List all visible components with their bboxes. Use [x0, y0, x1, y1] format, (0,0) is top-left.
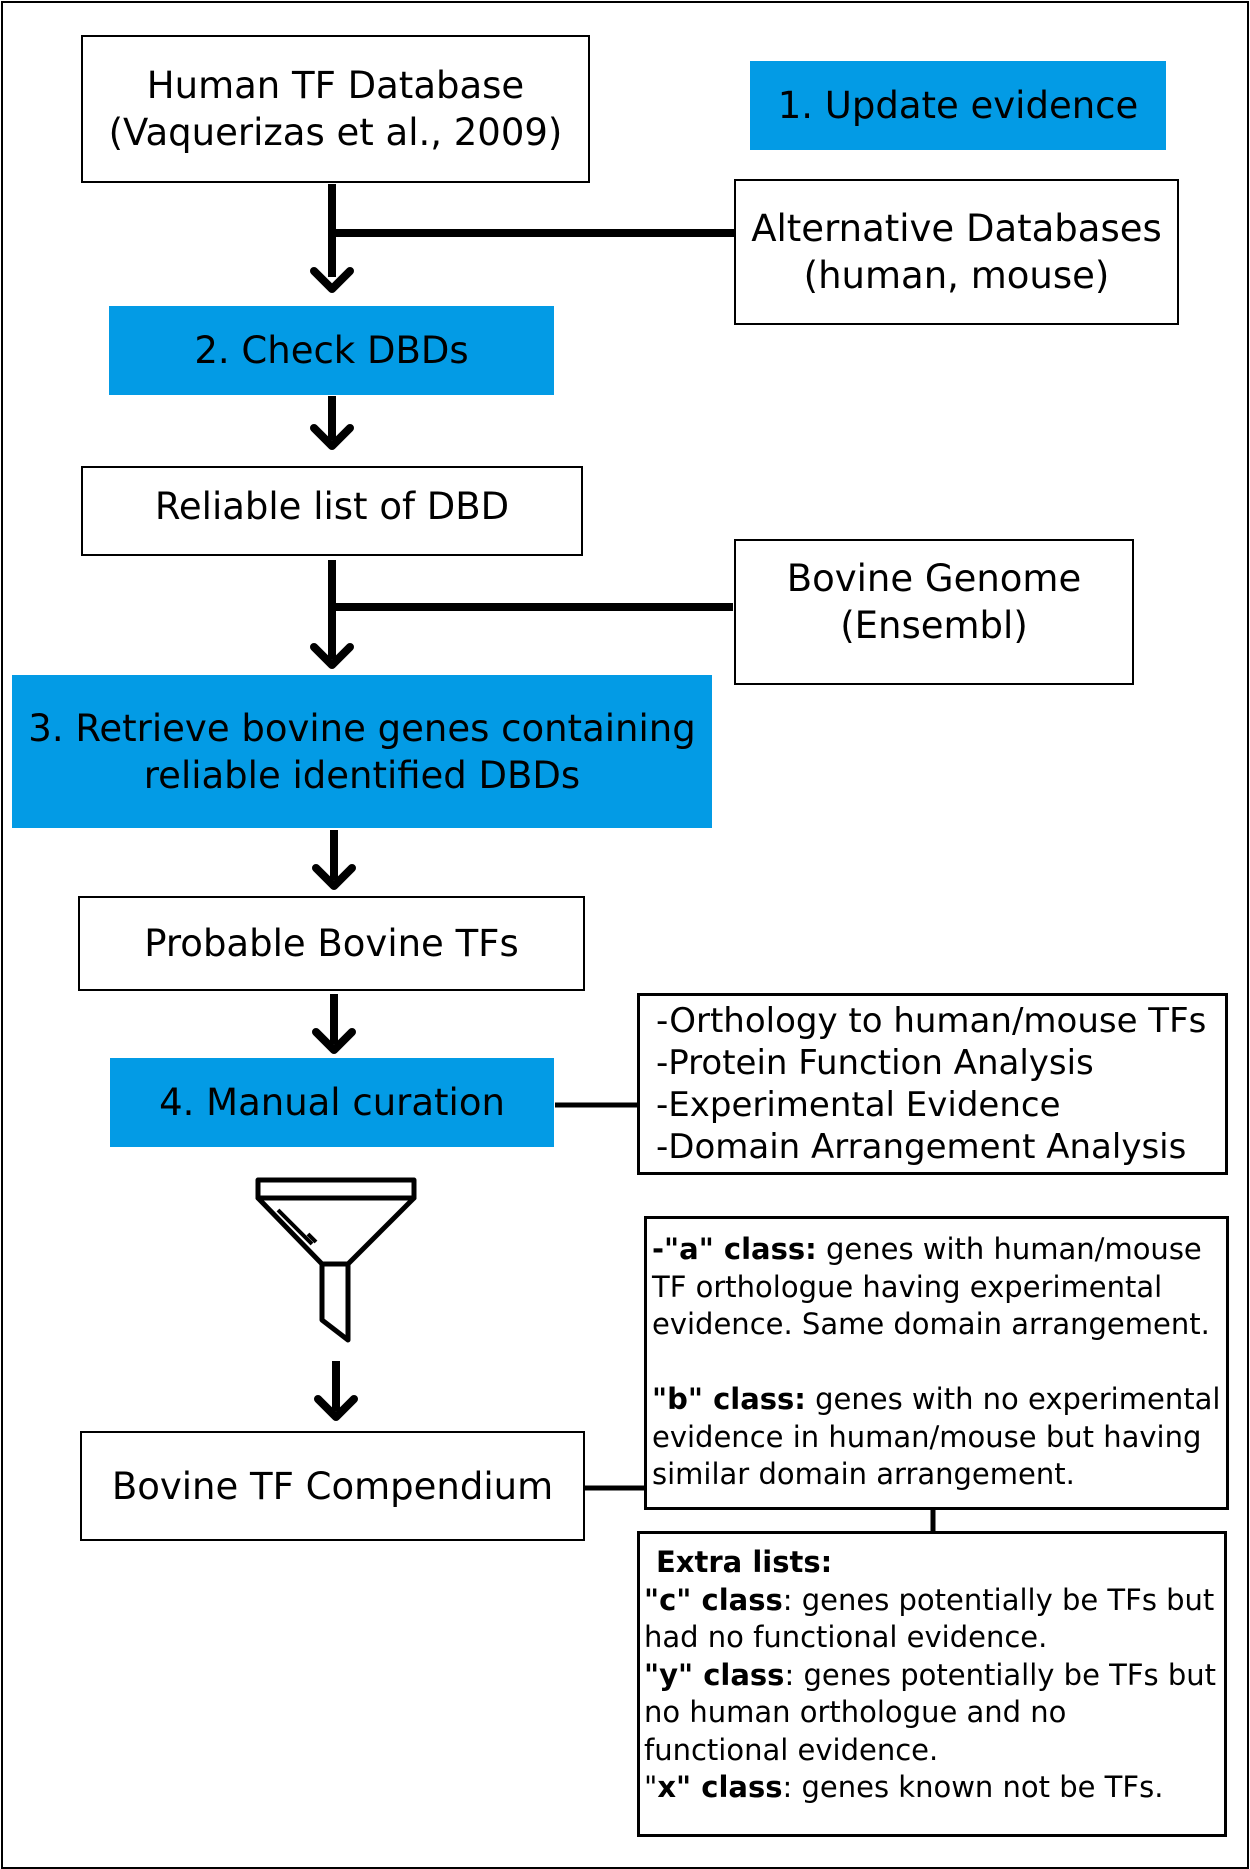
class-x-label: x" class	[657, 1770, 783, 1804]
node-probable-bovine-tfs: Probable Bovine TFs	[78, 896, 585, 991]
class-b-text: evidence in human/mouse but having	[652, 1419, 1202, 1454]
class-a-text: genes with human/mouse	[816, 1232, 1202, 1266]
arrow-head	[310, 643, 354, 669]
step-manual-curation: 4. Manual curation	[110, 1058, 554, 1147]
node-human-tf-database: Human TF Database (Vaquerizas et al., 20…	[81, 35, 590, 183]
arrow-head	[314, 1395, 358, 1421]
node-text: Bovine TF Compendium	[111, 1464, 554, 1508]
criteria-item: -Domain Arrangement Analysis	[656, 1127, 1187, 1167]
class-a-label: -"a" class:	[652, 1232, 817, 1266]
class-y-text: : genes potentially be TFs but	[784, 1657, 1217, 1692]
node-bovine-genome: Bovine Genome (Ensembl)	[734, 539, 1134, 685]
node-text: Bovine Genome	[786, 557, 1082, 600]
node-text: Probable Bovine TFs	[144, 922, 519, 965]
step-label: 3. Retrieve bovine genes containing	[28, 706, 696, 750]
class-y-label: "y" class	[644, 1657, 785, 1692]
class-c-text: : genes potentially be TFs but	[782, 1582, 1215, 1617]
criteria-item: -Protein Function Analysis	[656, 1043, 1094, 1083]
curation-criteria-list: -Orthology to human/mouse TFs -Protein F…	[637, 993, 1228, 1175]
class-x-text: : genes known not be TFs.	[782, 1770, 1164, 1804]
step-retrieve-bovine-genes: 3. Retrieve bovine genes containing reli…	[12, 675, 712, 828]
node-text: (Vaquerizas et al., 2009)	[108, 111, 563, 154]
class-x-prefix: "	[644, 1770, 658, 1804]
class-b-text: genes with no experimental	[805, 1382, 1221, 1416]
class-y-text: functional evidence.	[644, 1732, 939, 1767]
extra-lists-title: Extra lists:	[656, 1545, 833, 1579]
class-definitions-box: -"a" class: genes with human/mouse TF or…	[644, 1216, 1229, 1510]
step-label: 4. Manual curation	[159, 1081, 505, 1124]
node-text: Reliable list of DBD	[154, 484, 510, 528]
arrow-head	[312, 1028, 356, 1054]
step-update-evidence: 1. Update evidence	[750, 61, 1166, 150]
node-text: (Ensembl)	[840, 604, 1028, 647]
class-c-line: "c" class: genes potentially be TFs but	[644, 1582, 1224, 1620]
node-alternative-databases: Alternative Databases (human, mouse)	[734, 179, 1179, 325]
class-y-text: no human orthologue and no	[644, 1695, 1067, 1729]
arrow-head	[310, 267, 354, 293]
criteria-item: -Experimental Evidence	[656, 1085, 1061, 1125]
arrow-head	[312, 864, 356, 890]
step-label: 1. Update evidence	[777, 84, 1139, 127]
step-check-dbds: 2. Check DBDs	[109, 306, 554, 395]
node-text: (human, mouse)	[803, 254, 1110, 297]
node-reliable-list: Reliable list of DBD	[81, 466, 583, 556]
class-x-line: "x" class: genes known not be TFs.	[644, 1769, 1224, 1807]
node-text: Human TF Database	[146, 64, 525, 107]
arrow-head	[310, 424, 354, 450]
class-b-line: "b" class: genes with no experimental	[652, 1381, 1226, 1419]
class-a-text: evidence. Same domain arrangement.	[652, 1307, 1210, 1341]
class-c-text: had no functional evidence.	[644, 1620, 1048, 1654]
node-text: Alternative Databases	[751, 207, 1162, 250]
class-a-line: -"a" class: genes with human/mouse	[652, 1231, 1226, 1269]
class-y-line: "y" class: genes potentially be TFs but	[644, 1657, 1224, 1695]
step-label: 2. Check DBDs	[194, 329, 469, 372]
class-a-text: TF orthologue having experimental	[652, 1269, 1163, 1304]
class-c-label: "c" class	[644, 1582, 783, 1617]
step-label: reliable identified DBDs	[143, 753, 581, 797]
criteria-item: -Orthology to human/mouse TFs	[656, 1001, 1207, 1041]
class-b-text: similar domain arrangement.	[652, 1457, 1075, 1491]
funnel-icon	[255, 1177, 417, 1343]
class-b-label: "b" class:	[652, 1382, 806, 1416]
extra-lists-box: Extra lists: "c" class: genes potentiall…	[637, 1531, 1227, 1837]
node-bovine-tf-compendium: Bovine TF Compendium	[80, 1431, 585, 1541]
